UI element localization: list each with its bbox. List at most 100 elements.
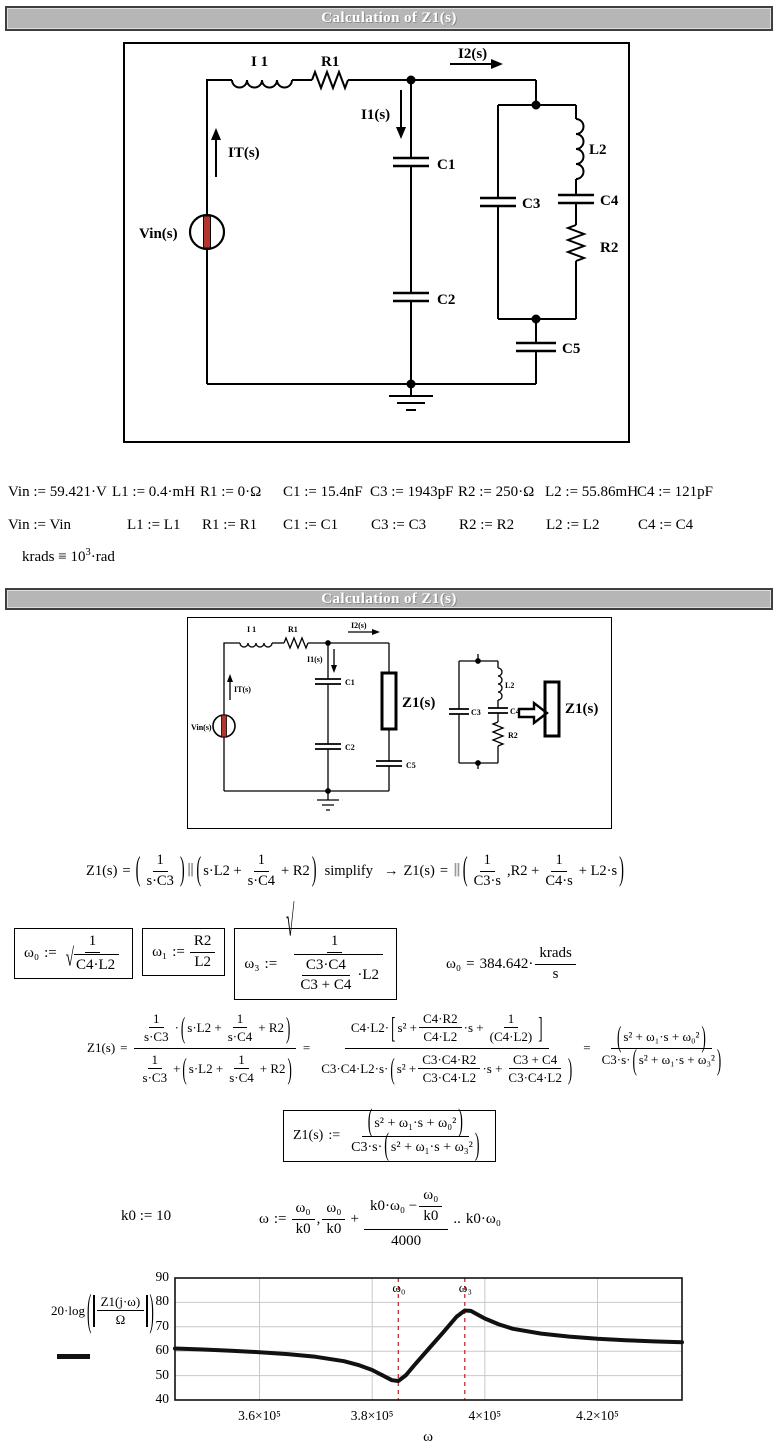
label-r1: R1 bbox=[321, 54, 339, 70]
label-c3: C3 bbox=[522, 196, 540, 212]
label-it: IT(s) bbox=[234, 685, 251, 694]
circuit1-svg: Vin(s) IT(s) I 1 R1 I2(s) I1(s) C1 C2 C3… bbox=[139, 46, 619, 411]
wire bbox=[206, 249, 536, 385]
radical-sign: √ bbox=[65, 944, 74, 972]
label-l1: I 1 bbox=[247, 625, 256, 634]
wire bbox=[498, 261, 577, 320]
capacitor-c3 bbox=[449, 708, 469, 715]
definition-r1: R1 := 0·Ω bbox=[200, 484, 262, 500]
equation-z1-final-box[interactable]: Z1(s) := (s² + ω₁·s + ω₀²) C3·s·(s² + ω₁… bbox=[283, 1105, 496, 1163]
definitions-row-1[interactable]: Vin := 59.421·V L1 := 0.4·mH R1 := 0·Ω C… bbox=[0, 484, 776, 504]
label-c4: C4 bbox=[600, 193, 619, 209]
definition-c1: C1 := 15.4nF bbox=[283, 484, 363, 500]
arrow-symbol: → bbox=[383, 862, 399, 879]
y-tick-label: 70 bbox=[155, 1317, 170, 1333]
circuit2-svg: Vin(s) IT(s) I 1 R1 I2(s) I1(s) C1 C2 C5… bbox=[191, 621, 598, 811]
circuit-diagram-2[interactable]: Vin(s) IT(s) I 1 R1 I2(s) I1(s) C1 C2 C5… bbox=[187, 617, 612, 829]
definition-l2: L2 := 55.86mH bbox=[545, 484, 639, 500]
range-operator: .. bbox=[453, 1210, 461, 1227]
label-l1: I 1 bbox=[251, 54, 268, 70]
capacitor-c4 bbox=[488, 707, 508, 714]
y-tick-label: 90 bbox=[155, 1269, 170, 1284]
circuit-diagram-1[interactable]: Vin(s) IT(s) I 1 R1 I2(s) I1(s) C1 C2 C3… bbox=[123, 42, 630, 443]
capacitor-c5 bbox=[376, 760, 402, 767]
radical-sign: √ bbox=[286, 900, 295, 947]
assignment-vin: Vin := Vin bbox=[8, 517, 72, 533]
arrow-i1-head bbox=[331, 665, 337, 673]
section-title: Calculation of Z1(s) bbox=[321, 590, 457, 607]
simplify-keyword: simplify bbox=[324, 862, 373, 879]
krads-unit: ·rad bbox=[90, 549, 115, 565]
assignment-c4: C4 := C4 bbox=[638, 517, 694, 533]
z1-block bbox=[543, 680, 561, 738]
assignment-c1: C1 := C1 bbox=[283, 517, 339, 533]
capacitor-c1 bbox=[393, 156, 429, 168]
label-i1: I1(s) bbox=[361, 107, 390, 123]
x-tick-label: 3.6×10⁵ bbox=[238, 1408, 281, 1423]
capacitor-c2 bbox=[315, 743, 341, 750]
abs-bar bbox=[93, 1294, 95, 1327]
assignment-r2: R2 := R2 bbox=[459, 517, 515, 533]
label-c5: C5 bbox=[406, 761, 416, 770]
section-header-2[interactable]: Calculation of Z1(s) bbox=[5, 588, 773, 610]
parallel-operator: ∥ bbox=[186, 863, 195, 879]
label-it: IT(s) bbox=[228, 145, 260, 161]
section-header-1[interactable]: Calculation of Z1(s) bbox=[5, 6, 773, 31]
definition-r2: R2 := 250·Ω bbox=[458, 484, 535, 500]
label-c1: C1 bbox=[437, 157, 455, 173]
y-tick-label: 40 bbox=[155, 1391, 170, 1406]
omega0-definition-box[interactable]: ω₀:= 1 √C4·L2 bbox=[14, 928, 134, 980]
source-bar bbox=[221, 714, 227, 738]
definition-l1: L1 := 0.4·mH bbox=[112, 484, 196, 500]
assignment-l1: L1 := L1 bbox=[127, 517, 181, 533]
y-tick-label: 80 bbox=[155, 1293, 170, 1309]
arrow-i2-head bbox=[372, 629, 380, 635]
wire bbox=[223, 737, 389, 792]
assignment-l2: L2 := L2 bbox=[546, 517, 600, 533]
ground-symbol bbox=[389, 384, 433, 411]
resistor-r2 bbox=[565, 224, 587, 262]
marker-label: ω₀ bbox=[392, 1280, 406, 1295]
node-dot bbox=[531, 100, 541, 110]
inductor-l2 bbox=[575, 118, 585, 180]
assignment-c3: C3 := C3 bbox=[371, 517, 427, 533]
definition-c4: C4 := 121pF bbox=[637, 484, 713, 500]
x-tick-label: 4×10⁵ bbox=[468, 1408, 502, 1423]
inductor-l2 bbox=[497, 667, 503, 701]
arrow-it-head bbox=[211, 128, 221, 140]
label-l2: L2 bbox=[589, 142, 607, 158]
capacitor-c3 bbox=[480, 196, 516, 208]
x-tick-label: 4.2×10⁵ bbox=[576, 1408, 619, 1423]
capacitor-c1 bbox=[315, 678, 341, 685]
krads-definition[interactable]: krads ≡ 103·rad bbox=[22, 547, 115, 566]
ground-symbol bbox=[317, 791, 339, 811]
node-dot bbox=[325, 788, 331, 794]
node-dot bbox=[325, 640, 331, 646]
label-r2: R2 bbox=[508, 731, 518, 740]
label-vin: Vin(s) bbox=[191, 723, 212, 732]
wire bbox=[206, 79, 232, 215]
k0-definition[interactable]: k0 := 10 bbox=[121, 1208, 172, 1224]
capacitor-c2 bbox=[393, 291, 429, 303]
y-axis-label: 20·log( Z1(j·ω)Ω ) bbox=[51, 1283, 154, 1335]
label-i2: I2(s) bbox=[351, 621, 367, 630]
definition-vin: Vin := 59.421·V bbox=[8, 484, 107, 500]
label-i1: I1(s) bbox=[307, 655, 323, 664]
omega0-value: 384.642· bbox=[479, 955, 534, 972]
label-c5: C5 bbox=[562, 341, 580, 357]
assignment-r1: R1 := R1 bbox=[202, 517, 258, 533]
capacitor-c5 bbox=[516, 341, 556, 353]
wire bbox=[223, 642, 240, 715]
definitions-row-2[interactable]: Vin := Vin L1 := L1 R1 := R1 C1 := C1 C3… bbox=[0, 517, 776, 537]
definition-c3: C3 := 1943pF bbox=[370, 484, 454, 500]
node-dot bbox=[475, 658, 481, 664]
krads-exponent: 3 bbox=[85, 547, 91, 558]
